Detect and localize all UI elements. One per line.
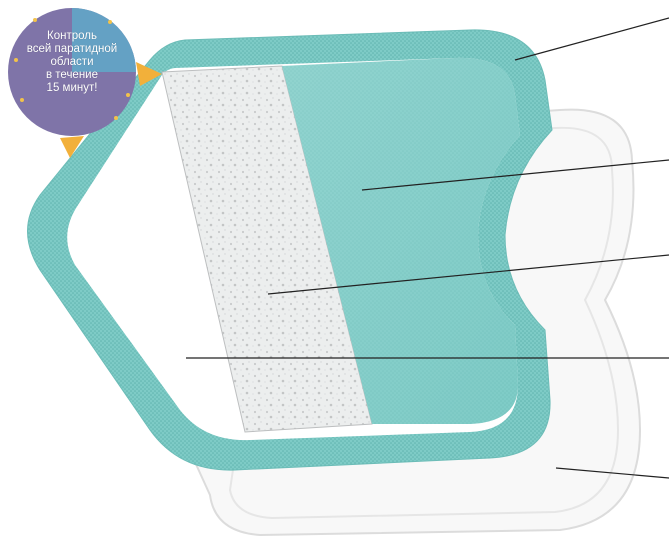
badge-dot <box>108 20 112 24</box>
badge-dot <box>20 98 24 102</box>
badge-line: Контроль <box>12 30 132 43</box>
badge-line: всей паратидной <box>12 43 132 56</box>
callout-line-outer-border <box>515 18 669 60</box>
badge-text: Контроль всей паратидной области в течен… <box>12 30 132 95</box>
badge-line: в течение <box>12 69 132 82</box>
badge-line: области <box>12 56 132 69</box>
badge-line: 15 минут! <box>12 82 132 95</box>
badge-dot <box>114 116 118 120</box>
badge-dot <box>33 18 37 22</box>
